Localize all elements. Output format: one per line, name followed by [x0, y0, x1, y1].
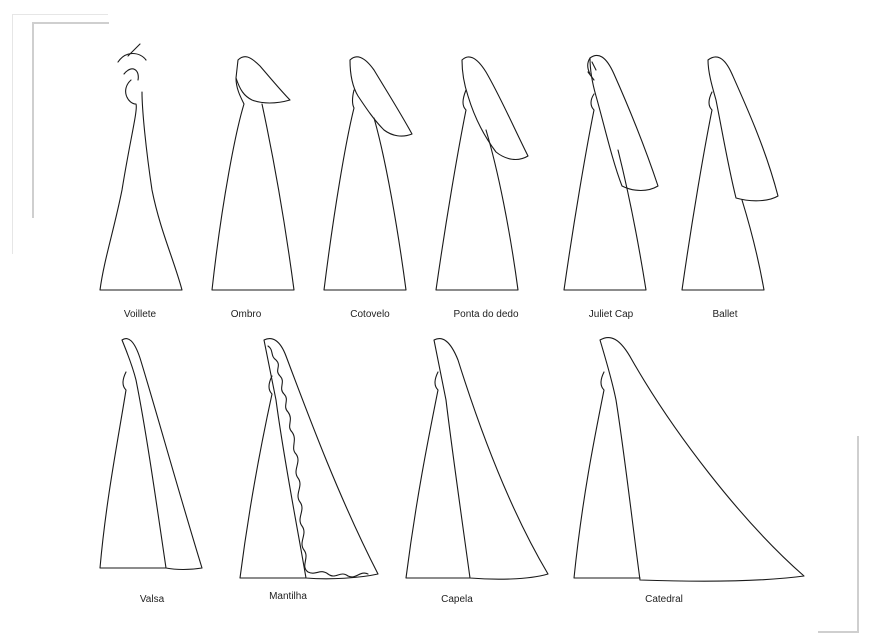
figure-catedral	[574, 337, 804, 581]
figure-ombro	[212, 57, 294, 290]
figure-mantilha	[240, 339, 378, 579]
label-catedral: Catedral	[645, 594, 683, 605]
figure-capela	[406, 339, 548, 580]
figure-cotovelo	[324, 57, 412, 290]
figure-juliet-cap	[564, 55, 658, 290]
label-voillete: Voillete	[124, 309, 156, 320]
figure-voillete	[100, 44, 182, 290]
label-ponta-do-dedo: Ponta do dedo	[453, 309, 518, 320]
label-ombro: Ombro	[231, 309, 262, 320]
figure-ballet	[682, 57, 778, 290]
figure-valsa	[100, 339, 202, 570]
label-valsa: Valsa	[140, 594, 164, 605]
label-capela: Capela	[441, 594, 473, 605]
label-ballet: Ballet	[712, 309, 737, 320]
label-mantilha: Mantilha	[269, 591, 307, 602]
label-juliet-cap: Juliet Cap	[589, 309, 633, 320]
label-cotovelo: Cotovelo	[350, 309, 389, 320]
figure-ponta-do-dedo	[436, 57, 528, 290]
